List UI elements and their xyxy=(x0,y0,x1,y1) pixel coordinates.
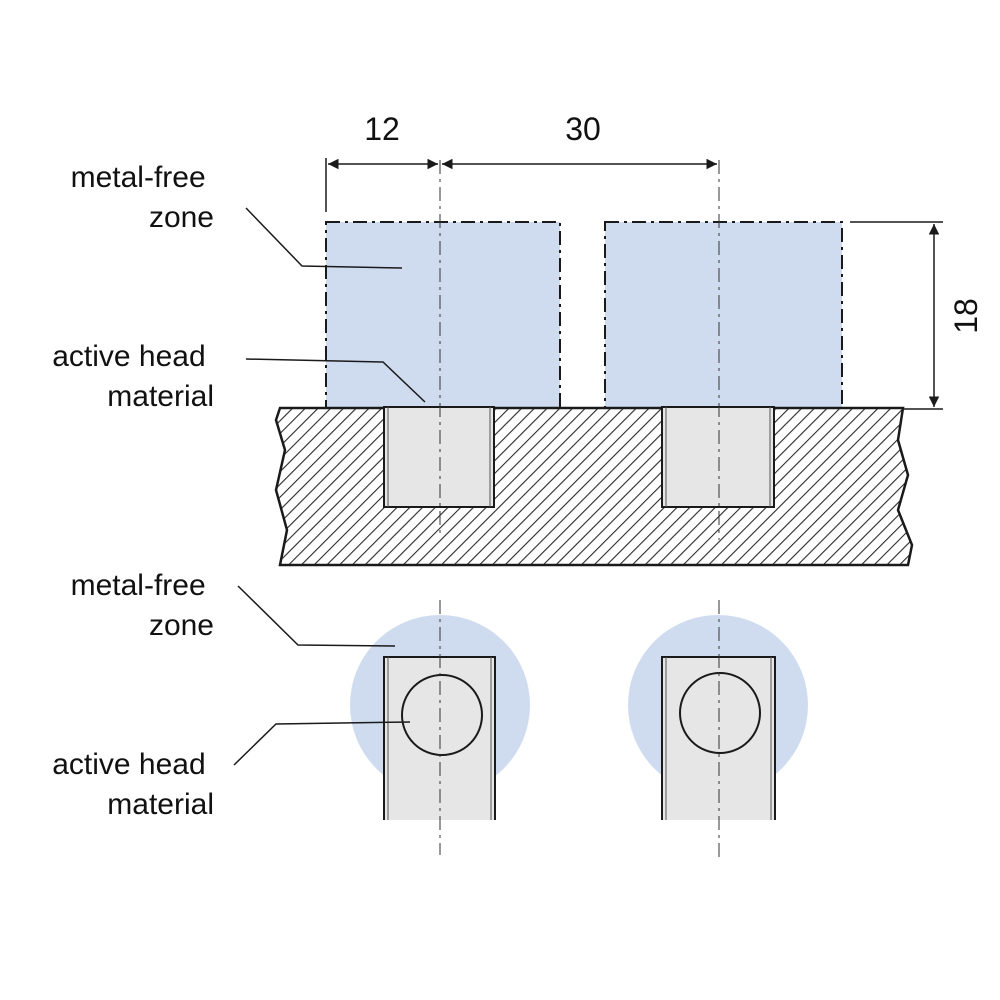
leader-metal-free-zone-bottom xyxy=(237,585,396,647)
active-head-circle-right xyxy=(679,672,761,754)
label-metal-free-zone-top: metal-free zone xyxy=(71,161,214,234)
active-head-circle-left xyxy=(401,674,483,756)
dimension-height: 18 xyxy=(948,298,984,334)
sensor-side-right xyxy=(661,406,775,508)
leader-active-head-top xyxy=(245,358,426,403)
label-active-head-bottom: active head material xyxy=(52,748,214,821)
mounting-plate xyxy=(274,406,914,567)
label-metal-free-zone-bottom: metal-free zone xyxy=(71,569,214,642)
leader-metal-free-zone-top xyxy=(245,207,403,269)
metal-free-zone-right xyxy=(604,221,843,409)
metal-free-zone-left xyxy=(325,221,561,409)
dimension-width: 12 xyxy=(364,111,400,147)
dimension-spacing: 30 xyxy=(565,111,601,147)
sensor-side-left xyxy=(383,406,495,508)
leader-active-head-bottom xyxy=(233,721,411,766)
label-active-head-top: active head material xyxy=(52,340,214,413)
